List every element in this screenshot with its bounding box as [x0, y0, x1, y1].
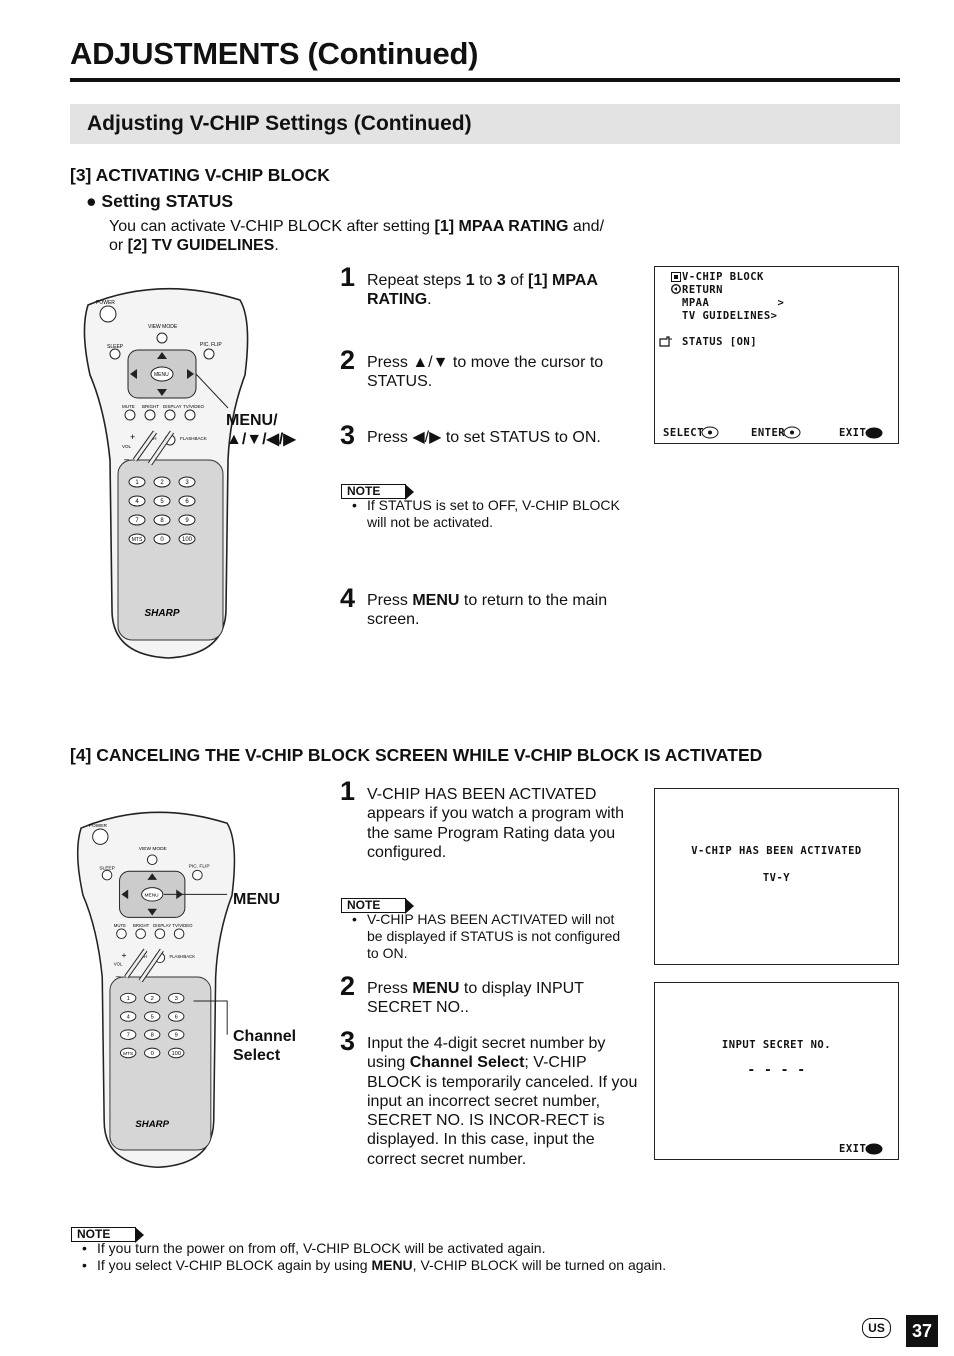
- svg-text:9: 9: [185, 518, 189, 524]
- svg-text:4: 4: [135, 499, 139, 505]
- svg-text:100: 100: [182, 537, 193, 543]
- step-number: 1: [340, 262, 356, 292]
- svg-text:7: 7: [135, 518, 139, 524]
- svg-text:8: 8: [151, 1033, 154, 1039]
- svg-text:DISPLAY: DISPLAY: [163, 404, 182, 409]
- bottom-note-list: If you turn the power on from off, V-CHI…: [82, 1240, 882, 1274]
- vchip-lock-icon: [671, 272, 681, 282]
- svg-text:5: 5: [160, 499, 164, 505]
- section-subtitle: Adjusting V-CHIP Settings (Continued): [87, 112, 472, 135]
- step-number: 3: [340, 420, 356, 450]
- svg-text:SLEEP: SLEEP: [99, 865, 114, 871]
- menu-key-icon: [865, 1143, 883, 1155]
- svg-text:POWER: POWER: [89, 823, 108, 829]
- svg-text:100: 100: [171, 1051, 181, 1057]
- svg-text:+: +: [130, 432, 135, 442]
- section-subtitle-bar: Adjusting V-CHIP Settings (Continued): [70, 104, 900, 144]
- svg-text:6: 6: [175, 1014, 178, 1020]
- svg-text:+: +: [121, 950, 126, 960]
- svg-text:SLEEP: SLEEP: [107, 344, 124, 350]
- step-2-text: Press ▲/▼ to move the cursor to STATUS.: [367, 354, 604, 391]
- section3-intro: You can activate V-CHIP BLOCK after sett…: [109, 218, 605, 254]
- step-number: 4: [340, 583, 356, 613]
- step-number: 2: [340, 345, 356, 375]
- svg-text:–: –: [116, 971, 121, 981]
- svg-text:0: 0: [160, 537, 164, 543]
- input-secret-screen: INPUT SECRET NO. - - - - EXIT: [654, 982, 899, 1160]
- svg-text:MTS: MTS: [132, 537, 143, 543]
- svg-text:0: 0: [151, 1051, 154, 1057]
- svg-text:TV/VIDEO: TV/VIDEO: [183, 404, 205, 409]
- note-text: If STATUS is set to OFF, V-CHIP BLOCK wi…: [352, 497, 622, 531]
- svg-text:MENU: MENU: [154, 372, 169, 378]
- svg-text:8: 8: [160, 518, 164, 524]
- svg-text:MTS: MTS: [123, 1051, 133, 1057]
- svg-text:PIC. FLIP: PIC. FLIP: [200, 342, 222, 348]
- page-title: ADJUSTMENTS (Continued): [70, 36, 479, 71]
- menu-key-icon: [865, 427, 883, 439]
- region-badge: US: [862, 1318, 891, 1338]
- svg-text:VOL: VOL: [114, 961, 123, 966]
- step-number: 1: [340, 776, 356, 806]
- svg-text:DISPLAY: DISPLAY: [153, 923, 171, 928]
- page-number: 37: [906, 1315, 938, 1347]
- remote-control-image: POWER VIEW MODE SLEEP PIC. FLIP MENU MUT…: [76, 811, 236, 1169]
- brand-logo: SHARP: [144, 608, 179, 619]
- svg-text:BRIGHT: BRIGHT: [133, 923, 150, 928]
- svg-text:PIC. FLIP: PIC. FLIP: [189, 863, 210, 869]
- svg-text:MENU: MENU: [145, 892, 160, 898]
- step-1-text: Repeat steps 1 to 3 of [1] MPAA RATING.: [367, 272, 598, 309]
- svg-text:VIEW MODE: VIEW MODE: [148, 324, 178, 330]
- svg-text:2: 2: [160, 480, 164, 486]
- svg-text:3: 3: [185, 480, 189, 486]
- svg-text:VOL: VOL: [122, 444, 132, 449]
- svg-text:BRIGHT: BRIGHT: [142, 404, 159, 409]
- svg-text:MUTE: MUTE: [114, 923, 126, 928]
- svg-text:7: 7: [127, 1033, 130, 1039]
- svg-text:FLASHBACK: FLASHBACK: [170, 954, 196, 959]
- pointer-hand-icon: [659, 336, 672, 347]
- remote-label-menu: MENU: [233, 891, 281, 908]
- svg-text:4: 4: [127, 1014, 131, 1020]
- remote-label-channel-select: Channel Select: [233, 1028, 297, 1064]
- svg-text:9: 9: [175, 1033, 178, 1039]
- step-3-text: Press ◀/▶ to set STATUS to ON.: [367, 429, 601, 446]
- svg-text:–: –: [124, 454, 129, 464]
- svg-text:3: 3: [175, 996, 178, 1002]
- step-3-text: Input the 4-digit secret number by using…: [367, 1035, 638, 1168]
- section4-heading: [4] CANCELING THE V-CHIP BLOCK SCREEN WH…: [70, 745, 763, 765]
- remote-label-menu-arrows: MENU/ ▲/▼/◀/▶: [226, 412, 296, 448]
- svg-text:FLASHBACK: FLASHBACK: [180, 436, 207, 441]
- return-arrow-icon: [671, 284, 681, 294]
- svg-text:VIEW MODE: VIEW MODE: [139, 846, 167, 852]
- svg-text:TV/VIDEO: TV/VIDEO: [172, 923, 193, 928]
- svg-text:1: 1: [135, 480, 139, 486]
- step-1-text: V-CHIP HAS BEEN ACTIVATED appears if you…: [367, 786, 625, 861]
- title-rule: [70, 78, 900, 82]
- svg-text:6: 6: [185, 499, 189, 505]
- step-number: 2: [340, 971, 356, 1001]
- step-4-text: Press MENU to return to the main screen.: [367, 592, 608, 629]
- note-item: If you select V-CHIP BLOCK again by usin…: [82, 1257, 882, 1274]
- section3-subheading: ● Setting STATUS: [86, 191, 233, 211]
- svg-text:2: 2: [151, 996, 154, 1002]
- svg-text:1: 1: [127, 996, 130, 1002]
- select-arrows-icon: [701, 426, 719, 439]
- vchip-block-screen: V-CHIP BLOCK RETURN MPAA > TV GUIDELINES…: [654, 266, 899, 444]
- power-label: POWER: [96, 300, 115, 306]
- note-item: If you turn the power on from off, V-CHI…: [82, 1240, 882, 1257]
- svg-text:MUTE: MUTE: [122, 404, 135, 409]
- vchip-activated-screen: V-CHIP HAS BEEN ACTIVATED TV-Y: [654, 788, 899, 965]
- enter-arrows-icon: [783, 426, 801, 439]
- step-number: 3: [340, 1026, 356, 1056]
- svg-text:SHARP: SHARP: [135, 1119, 169, 1130]
- step-2-text: Press MENU to display INPUT SECRET NO..: [367, 980, 584, 1017]
- svg-text:5: 5: [151, 1014, 154, 1020]
- note-text: V-CHIP HAS BEEN ACTIVATED will not be di…: [352, 911, 627, 962]
- section3-heading: [3] ACTIVATING V-CHIP BLOCK: [70, 165, 330, 185]
- remote-control-image: POWER VIEW MODE SLEEP PIC. FLIP MENU MUT…: [83, 287, 249, 659]
